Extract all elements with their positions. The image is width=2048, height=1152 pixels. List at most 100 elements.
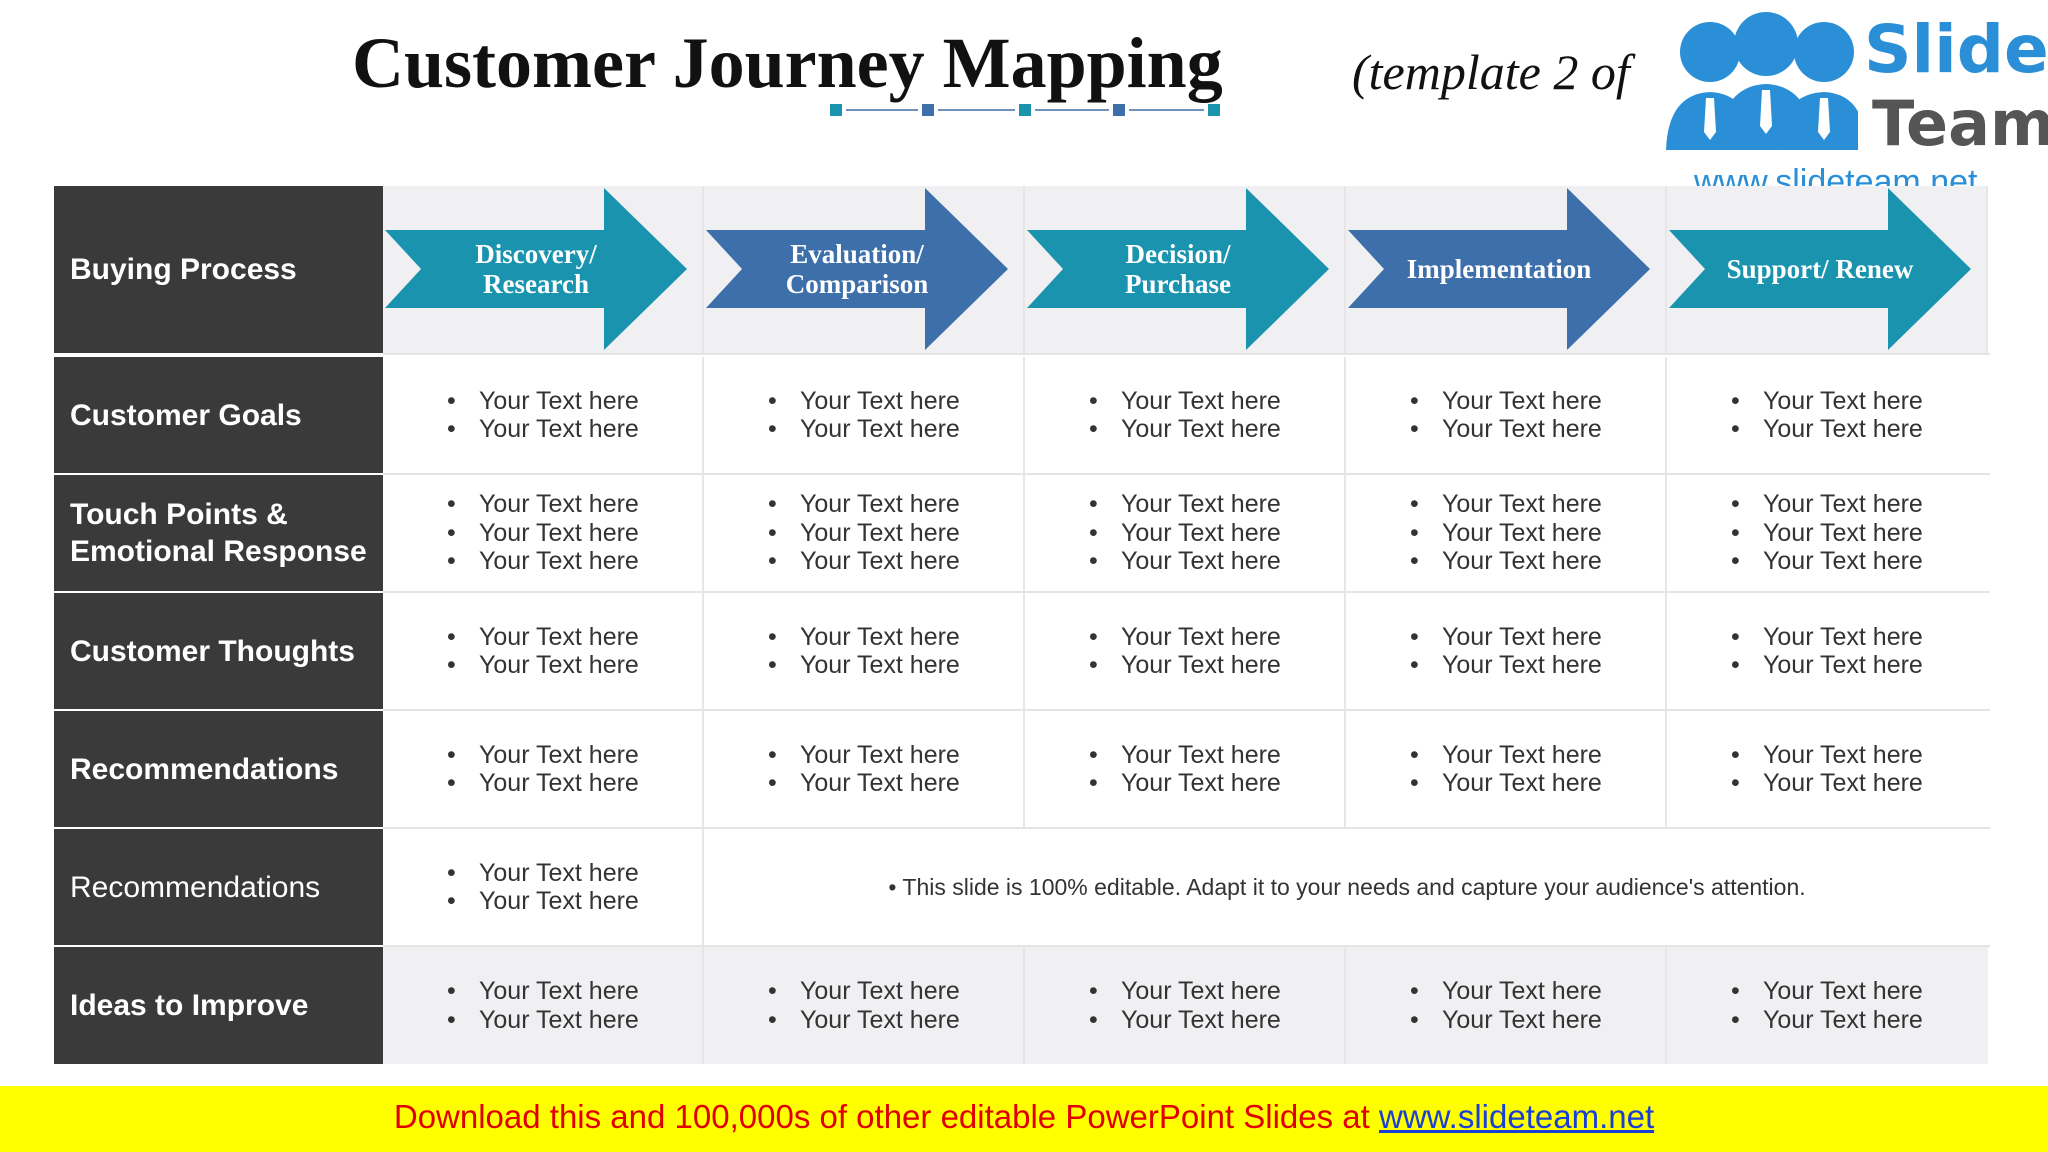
banner-link[interactable]: www.slideteam.net <box>1379 1098 1655 1135</box>
stage-arrow-icon <box>385 188 687 350</box>
bullet-list: Your Text hereYour Text here <box>704 623 960 680</box>
row-divider <box>383 827 1990 829</box>
bullet-item: Your Text here <box>1731 387 1923 416</box>
stage-label: Evaluation/ Comparison <box>785 239 929 299</box>
bullet-list: Your Text hereYour Text here <box>383 387 639 444</box>
bullet-item: Your Text here <box>768 547 960 576</box>
stage-cell: Implementation <box>1346 186 1667 353</box>
row-label-text: Buying Process <box>70 253 297 286</box>
bullet-item: Your Text here <box>768 519 960 548</box>
bullet-item: Your Text here <box>1089 490 1281 519</box>
bullet-item: Your Text here <box>1410 623 1602 652</box>
text-cell: Your Text hereYour Text here <box>704 947 1025 1064</box>
text-cell: Your Text hereYour Text here <box>1667 947 1988 1064</box>
bullet-list: Your Text hereYour Text here <box>704 977 960 1034</box>
row-label-text: Recommendations <box>70 870 321 904</box>
bullet-item: Your Text here <box>768 387 960 416</box>
bullet-item: Your Text here <box>1731 490 1923 519</box>
bullet-item: Your Text here <box>447 651 639 680</box>
bullet-item: Your Text here <box>447 519 639 548</box>
slideteam-logo: Slide Team www.slideteam.net <box>1640 0 2048 201</box>
text-cell: Your Text hereYour Text here <box>704 711 1025 827</box>
bullet-list: Your Text hereYour Text here <box>1667 977 1923 1034</box>
bullet-item: Your Text here <box>1410 651 1602 680</box>
bullet-list: Your Text hereYour Text hereYour Text he… <box>1346 490 1602 576</box>
bullet-list: Your Text hereYour Text hereYour Text he… <box>1667 490 1923 576</box>
bullet-mark: • <box>888 873 903 900</box>
bullet-item: Your Text here <box>768 490 960 519</box>
title-subtitle: (template 2 of 2) <box>1352 44 1684 100</box>
row-label: Recommendations <box>54 711 383 827</box>
text-cell: Your Text hereYour Text here <box>1667 593 1988 709</box>
bullet-item: Your Text here <box>1410 1006 1602 1035</box>
logo-team-text: Team <box>1872 87 2048 160</box>
stage-arrow-icon <box>706 188 1008 350</box>
bullet-item: Your Text here <box>447 415 639 444</box>
bullet-list: Your Text hereYour Text here <box>1667 623 1923 680</box>
bullet-item: Your Text here <box>1089 651 1281 680</box>
stage-cell: Evaluation/ Comparison <box>704 186 1025 353</box>
text-cell: Your Text hereYour Text here <box>1025 947 1346 1064</box>
banner-text: Download this and 100,000s of other edit… <box>0 1098 2048 1136</box>
bullet-list: Your Text hereYour Text hereYour Text he… <box>383 490 639 576</box>
bullet-item: Your Text here <box>1089 519 1281 548</box>
editable-note-text: This slide is 100% editable. Adapt it to… <box>902 873 1806 900</box>
text-cell: Your Text hereYour Text hereYour Text he… <box>383 475 704 591</box>
row-label: Buying Process <box>54 186 383 353</box>
bullet-item: Your Text here <box>447 490 639 519</box>
bullet-list: Your Text hereYour Text here <box>1346 623 1602 680</box>
bullet-list: Your Text hereYour Text here <box>383 977 639 1034</box>
text-cell: Your Text hereYour Text hereYour Text he… <box>1667 475 1988 591</box>
text-cell: Your Text hereYour Text here <box>1346 711 1667 827</box>
bullet-item: Your Text here <box>1731 519 1923 548</box>
bullet-item: Your Text here <box>768 415 960 444</box>
stage-label: Decision/ Purchase <box>1125 239 1231 299</box>
bullet-list: Your Text hereYour Text here <box>1025 623 1281 680</box>
journey-map-table: Buying Process Discovery/ Research Evaluat… <box>54 186 1990 1066</box>
row-divider <box>383 353 1990 355</box>
bullet-item: Your Text here <box>1089 769 1281 798</box>
row-5: RecommendationsYour Text hereYour Text h… <box>54 829 1990 945</box>
bullet-item: Your Text here <box>1731 415 1923 444</box>
stage-label: Implementation <box>1406 254 1592 284</box>
stage-arrow-shape <box>1027 188 1329 350</box>
row-6: Ideas to ImproveYour Text hereYour Text … <box>54 947 1990 1064</box>
row-3: Customer ThoughtsYour Text hereYour Text… <box>54 593 1990 709</box>
bullet-item: Your Text here <box>768 651 960 680</box>
bullet-item: Your Text here <box>447 769 639 798</box>
row-label: Recommendations <box>54 829 383 945</box>
bullet-list: Your Text hereYour Text here <box>1025 977 1281 1034</box>
stage-arrow-shape <box>706 188 1008 350</box>
text-cell: Your Text hereYour Text here <box>383 593 704 709</box>
bullet-item: Your Text here <box>447 887 639 916</box>
bullet-item: Your Text here <box>1089 623 1281 652</box>
bullet-item: Your Text here <box>447 859 639 888</box>
bullet-list: Your Text hereYour Text here <box>1667 741 1923 798</box>
text-cell: Your Text hereYour Text here <box>704 357 1025 473</box>
text-cell: Your Text hereYour Text here <box>1025 711 1346 827</box>
bullet-item: Your Text here <box>768 1006 960 1035</box>
bullet-list: Your Text hereYour Text here <box>1025 387 1281 444</box>
row-label-text: Touch Points & Emotional Response <box>70 498 367 568</box>
row-label-text: Recommendations <box>70 752 339 786</box>
row-0: Buying Process Discovery/ Research Evaluat… <box>54 186 1990 353</box>
row-divider <box>383 945 1990 947</box>
download-banner: Download this and 100,000s of other edit… <box>0 1086 2048 1152</box>
row-label-text: Customer Goals <box>70 398 302 432</box>
bullet-item: Your Text here <box>1410 547 1602 576</box>
bullet-list: Your Text hereYour Text here <box>1025 741 1281 798</box>
slide-title: Customer Journey Mapping (template 2 of … <box>352 18 1684 128</box>
stage-arrow-icon <box>1348 188 1650 350</box>
bullet-item: Your Text here <box>1410 387 1602 416</box>
text-cell: Your Text hereYour Text hereYour Text he… <box>704 475 1025 591</box>
bullet-item: Your Text here <box>1731 547 1923 576</box>
stage-label: Discovery/ Research <box>475 239 597 299</box>
stage-arrow-shape <box>1669 188 1971 350</box>
bullet-list: Your Text hereYour Text hereYour Text he… <box>1025 490 1281 576</box>
text-cell: Your Text hereYour Text here <box>1025 593 1346 709</box>
stage-arrow-shape <box>385 188 687 350</box>
text-cell: Your Text hereYour Text here <box>1667 711 1988 827</box>
row-1: Customer GoalsYour Text hereYour Text he… <box>54 357 1990 473</box>
bullet-list: Your Text hereYour Text here <box>383 623 639 680</box>
bullet-item: Your Text here <box>1410 415 1602 444</box>
